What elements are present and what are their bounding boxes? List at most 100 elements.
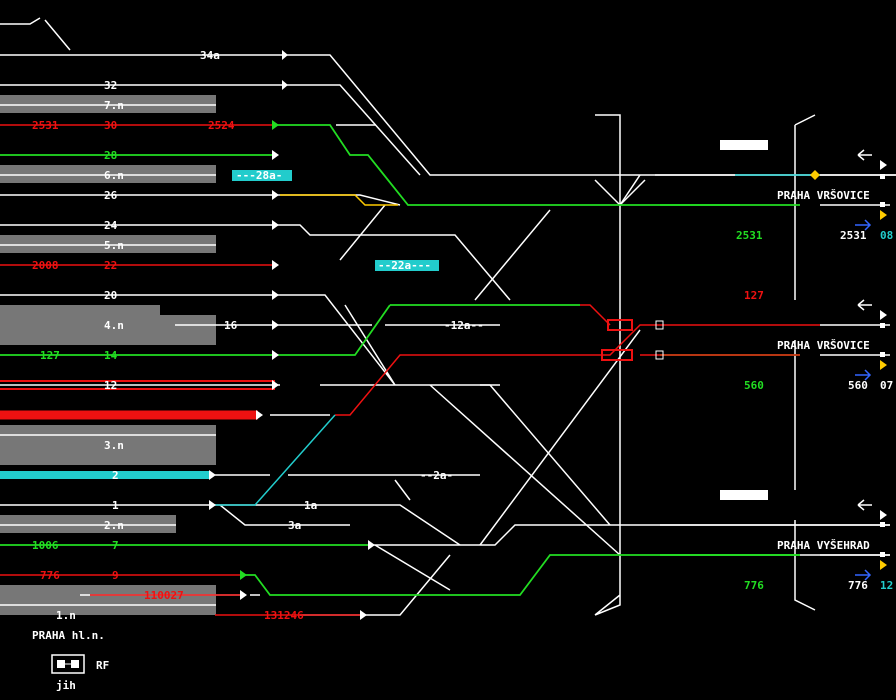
track-number[interactable]: 1 — [112, 499, 119, 512]
platform-label: 5.n — [104, 239, 124, 252]
track-number[interactable]: 34a — [200, 49, 220, 62]
train-number[interactable]: 776 — [40, 569, 60, 582]
track-number[interactable]: 30 — [104, 119, 117, 132]
occupied-tracks — [0, 124, 820, 616]
signal-icon — [880, 160, 887, 170]
track-number[interactable]: 20 — [104, 289, 117, 302]
rf-console-icon[interactable] — [51, 654, 85, 674]
track-number[interactable]: 3a — [288, 519, 301, 532]
shunt-label[interactable]: --22a--- — [378, 259, 431, 272]
platform-5 — [0, 235, 216, 253]
track-number[interactable]: 32 — [104, 79, 117, 92]
signal-icon — [880, 360, 887, 370]
signal-icon — [272, 190, 279, 200]
signal-icon — [272, 220, 279, 230]
signal-icon — [880, 560, 887, 570]
platform-7 — [0, 95, 216, 113]
track-number[interactable]: 2 — [112, 469, 119, 482]
signal-icon — [272, 320, 279, 330]
platform-label: 4.n — [104, 319, 124, 332]
shunt-label[interactable]: --2a- — [420, 469, 453, 482]
train-number[interactable]: 2524 — [208, 119, 235, 132]
signal-icon — [272, 260, 279, 270]
track-number[interactable]: 24 — [104, 219, 118, 232]
destination-code: 07 — [880, 379, 893, 392]
shunt-tracks — [0, 174, 820, 506]
arrow-right-icon[interactable] — [855, 369, 872, 381]
destination-mid-train: 127 — [744, 289, 764, 302]
signal-icon — [282, 80, 288, 90]
track-number[interactable]: 22 — [104, 259, 117, 272]
track-number[interactable]: 9 — [112, 569, 119, 582]
caution-track — [280, 194, 398, 206]
destination-train-in: 776 — [744, 579, 764, 592]
arrow-left-icon[interactable] — [857, 299, 872, 311]
rf-label: RF — [96, 659, 109, 672]
destination-train-in: 2531 — [736, 229, 763, 242]
station-side: jih — [56, 679, 76, 692]
platform-label: 2.n — [104, 519, 124, 532]
shunt-box — [232, 170, 292, 181]
station-name: PRAHA hl.n. — [32, 629, 105, 642]
direction-arrows — [855, 149, 872, 581]
dot — [880, 522, 885, 527]
train-number[interactable]: 127 — [40, 349, 60, 362]
track-number[interactable]: 7 — [112, 539, 119, 552]
train-number[interactable]: 2531 — [32, 119, 59, 132]
station-tracks — [0, 104, 216, 606]
platforms — [0, 95, 216, 615]
arrow-left-icon[interactable] — [857, 499, 872, 511]
track-number[interactable]: 1a — [304, 499, 317, 512]
destination-name: PRAHA VRŠOVICE — [777, 339, 870, 352]
arrow-left-icon[interactable] — [857, 149, 872, 161]
destination-name: PRAHA VYŠEHRAD — [777, 539, 870, 552]
signal-icon — [880, 510, 887, 520]
block-markers — [601, 140, 768, 500]
destination-code: 08 — [880, 229, 893, 242]
signal-icon — [256, 410, 263, 420]
destination-train-out: 560 — [848, 379, 868, 392]
dot — [880, 202, 885, 207]
signal-icon — [240, 570, 247, 580]
track-number[interactable]: 28 — [104, 149, 117, 162]
signal-icon — [272, 350, 279, 360]
signal-icon — [272, 290, 279, 300]
signal-icon — [209, 500, 216, 510]
signal-icon — [880, 210, 887, 220]
signal-icon — [272, 120, 279, 130]
track-number[interactable]: 131246 — [264, 609, 304, 622]
shunt-label[interactable]: -12a-- — [444, 319, 484, 332]
signal-icon — [272, 150, 279, 160]
platform-2 — [0, 515, 176, 533]
track-number[interactable]: 26 — [104, 189, 118, 202]
destination-train-out: 2531 — [840, 229, 867, 242]
platform-label: 1.n — [56, 609, 76, 622]
platform-1 — [0, 585, 216, 615]
destination-name: PRAHA VRŠOVICE — [777, 189, 870, 202]
dot — [880, 352, 885, 357]
train-number[interactable]: 2008 — [32, 259, 59, 272]
track-number[interactable]: 14 — [104, 349, 118, 362]
shunt-label[interactable]: ---28a- — [236, 169, 282, 182]
destination-train-in: 560 — [744, 379, 764, 392]
signal-icon — [240, 590, 247, 600]
signal-icon — [272, 380, 279, 390]
arrow-right-icon[interactable] — [855, 569, 872, 581]
train-number[interactable]: 1006 — [32, 539, 59, 552]
track-number[interactable]: 110027 — [144, 589, 184, 602]
platform-4 — [0, 315, 216, 345]
platform-4a — [0, 305, 160, 315]
signal-icon — [880, 310, 887, 320]
signal-icon — [282, 50, 288, 60]
signal-icon — [368, 540, 375, 550]
destination-code: 12 — [880, 579, 893, 592]
dot — [880, 323, 885, 328]
track-number[interactable]: 16 — [224, 319, 238, 332]
destination-train-out: 776 — [848, 579, 868, 592]
track-number[interactable]: 12 — [104, 379, 117, 392]
platform-6 — [0, 165, 216, 183]
platform-label: 7.n — [104, 99, 124, 112]
arrow-right-icon[interactable] — [855, 219, 872, 231]
